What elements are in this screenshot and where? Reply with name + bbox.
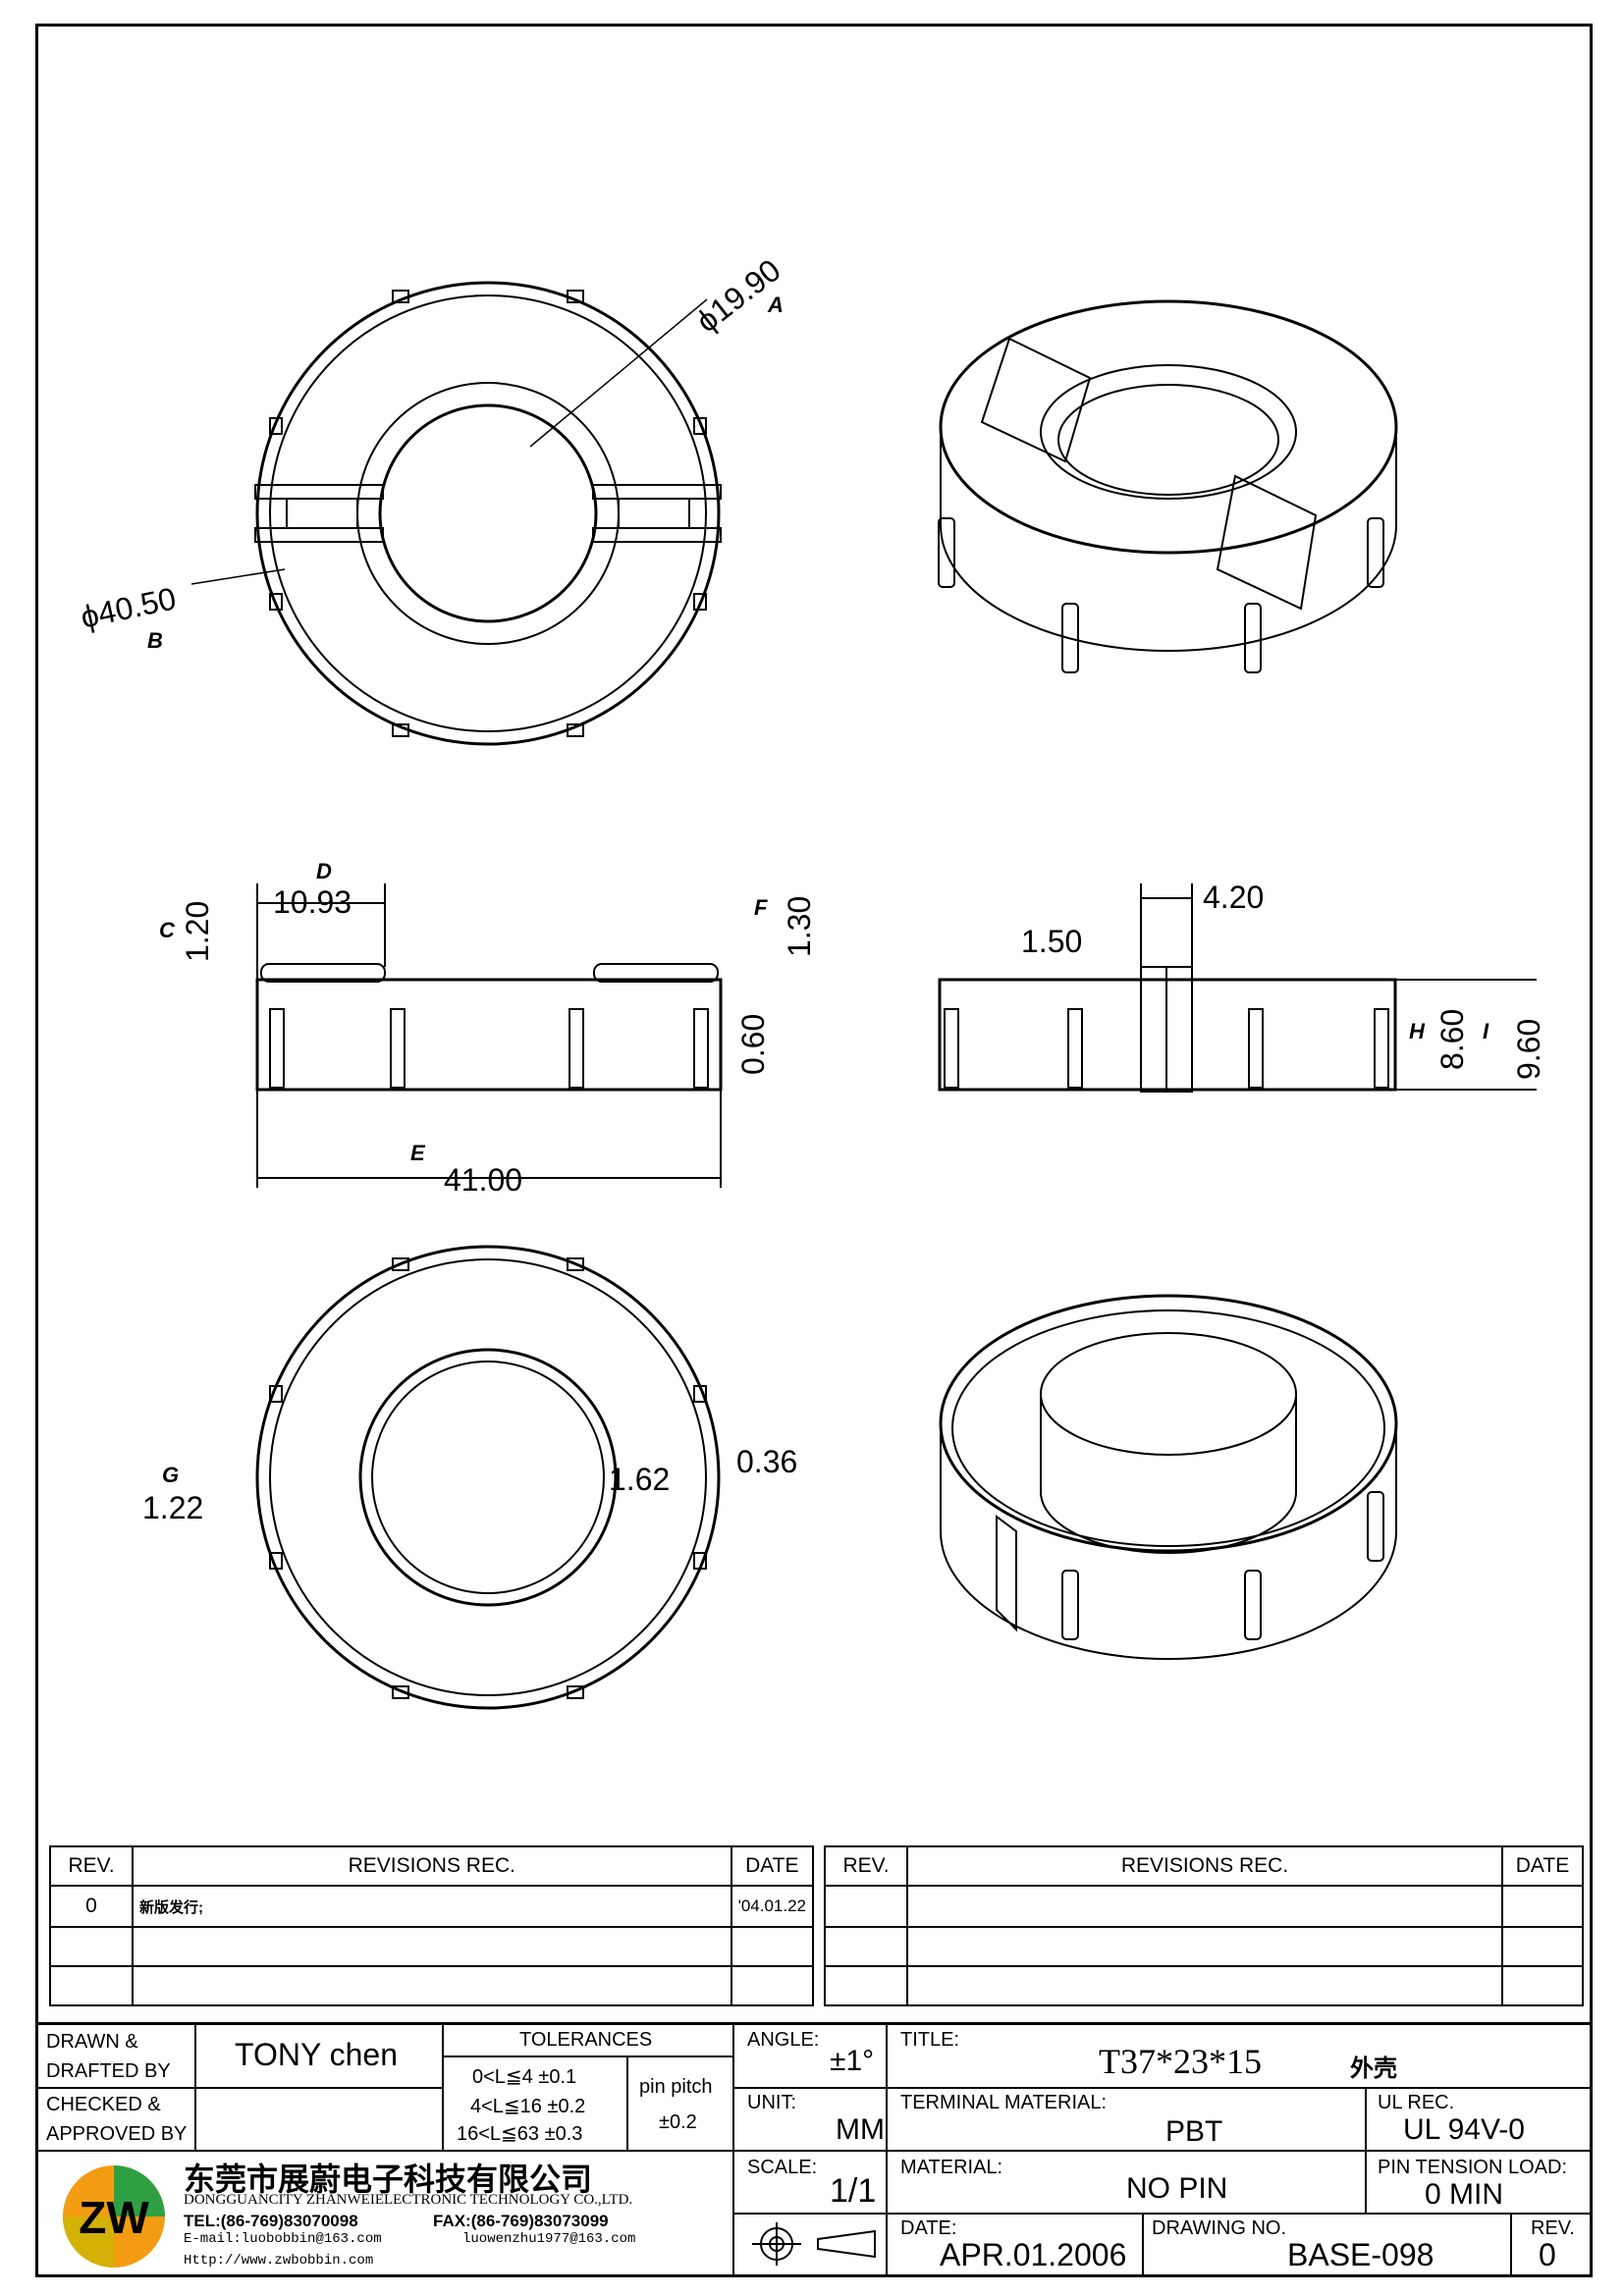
rev-row-0: 0 — [49, 1885, 134, 1928]
title-block: DRAWN & DRAFTED BY TONY chen CHECKED & A… — [38, 2022, 1590, 2277]
dim-060: 0.60 — [735, 1014, 771, 1075]
tol-2: 4<L≦16 ±0.2 — [470, 2096, 586, 2117]
tol-1: 0<L≦4 ±0.1 — [472, 2066, 577, 2088]
date-row-0: '04.01.22 — [730, 1885, 815, 1928]
material-label: MATERIAL: — [900, 2157, 1003, 2178]
company-email-2: luowenzhu1977@163.com — [462, 2231, 636, 2247]
company-tel: TEL:(86-769)83070098 — [184, 2212, 358, 2230]
dim-036: 0.36 — [736, 1444, 797, 1479]
date-value: APR.01.2006 — [940, 2237, 1127, 2272]
unit-value: MM — [836, 2113, 885, 2146]
dim-H: 8.60 — [1435, 1009, 1470, 1070]
dim-150: 1.50 — [1021, 924, 1082, 959]
date-label: DATE: — [900, 2217, 957, 2239]
top-view — [190, 281, 722, 746]
company-web: Http://www.zwbobbin.com — [184, 2253, 374, 2269]
rec-header-2: REVISIONS REC. — [906, 1845, 1503, 1887]
bottom-view — [255, 1245, 721, 1710]
dim-C: 1.20 — [180, 901, 215, 962]
scale-value: 1/1 — [830, 2172, 877, 2210]
company-en: DONGGUANCITY ZHANWEIELECTRONIC TECHNOLOG… — [184, 2192, 633, 2208]
technical-drawing: ϕ19.90 ϕ40.50 10.93 1.20 1.30 0.60 41.00… — [78, 252, 1546, 1710]
date-header-2: DATE — [1501, 1845, 1584, 1887]
dim-d2: ϕ40.50 — [78, 580, 179, 635]
title-label: TITLE: — [900, 2029, 960, 2051]
side-view-right — [938, 883, 1537, 1093]
rec-header: REVISIONS REC. — [132, 1845, 732, 1887]
iso-view-bottom — [939, 1294, 1398, 1660]
callout-d: D — [316, 859, 332, 883]
company-fax: FAX:(86-769)83073099 — [433, 2212, 609, 2230]
dim-D: 10.93 — [273, 884, 352, 920]
ul-value: UL 94V-0 — [1403, 2113, 1525, 2146]
tolerances-label: TOLERANCES — [519, 2029, 653, 2051]
company-logo-icon: ZW — [63, 2165, 165, 2268]
checked-label: CHECKED & APPROVED BY — [46, 2094, 188, 2145]
callout-b: B — [147, 628, 163, 653]
rev-header-2: REV. — [824, 1845, 908, 1887]
rev-header: REV. — [49, 1845, 134, 1887]
pin-pitch-value: ±0.2 — [659, 2111, 697, 2133]
drawing-frame — [35, 24, 1593, 2277]
callout-e: E — [410, 1141, 426, 1165]
material-value: NO PIN — [1126, 2172, 1228, 2205]
callout-a: A — [767, 293, 784, 317]
title-cn: 外壳 — [1350, 2056, 1397, 2082]
ul-label: UL REC. — [1378, 2092, 1455, 2113]
terminal-value: PBT — [1165, 2115, 1223, 2148]
callout-c: C — [159, 918, 176, 942]
dim-G: 1.22 — [142, 1490, 203, 1525]
dim-420: 4.20 — [1203, 880, 1264, 915]
dim-E: 41.00 — [444, 1162, 522, 1198]
rev-value: 0 — [1539, 2237, 1556, 2272]
company-email-1: E-mail:luobobbin@163.com — [184, 2231, 382, 2247]
callout-i: I — [1483, 1019, 1489, 1043]
drawn-value: TONY chen — [235, 2037, 399, 2072]
revisions-table-left: REV. REVISIONS REC. DATE 0 新版发行; '04.01.… — [49, 1845, 815, 2006]
projection-symbol-icon — [752, 2222, 876, 2266]
angle-value: ±1° — [830, 2045, 875, 2077]
rev-label: REV. — [1531, 2217, 1575, 2239]
drawing-no-value: BASE-098 — [1287, 2237, 1435, 2272]
dim-I: 9.60 — [1511, 1019, 1546, 1080]
title-value: T37*23*15 — [1099, 2042, 1262, 2081]
pin-pitch-label: pin pitch — [639, 2076, 713, 2098]
rec-row-0: 新版发行; — [132, 1885, 732, 1928]
drawn-label: DRAWN & DRAFTED BY — [46, 2031, 171, 2082]
pin-tension-label: PIN TENSION LOAD: — [1378, 2157, 1568, 2178]
dim-162: 1.62 — [609, 1462, 670, 1497]
revisions-table-right: REV. REVISIONS REC. DATE — [824, 1845, 1584, 2006]
svg-text:ZW: ZW — [79, 2192, 149, 2243]
callout-h: H — [1409, 1019, 1426, 1043]
iso-view-top — [938, 299, 1398, 673]
scale-label: SCALE: — [747, 2157, 818, 2178]
angle-label: ANGLE: — [747, 2029, 820, 2051]
tol-3: 16<L≦63 ±0.3 — [457, 2123, 583, 2145]
dim-F: 1.30 — [782, 896, 817, 957]
date-header: DATE — [730, 1845, 815, 1887]
callout-f: F — [754, 895, 768, 920]
unit-label: UNIT: — [747, 2092, 796, 2113]
callout-g: G — [162, 1463, 179, 1487]
terminal-label: TERMINAL MATERIAL: — [900, 2092, 1108, 2113]
pin-tension-value: 0 MIN — [1425, 2178, 1504, 2211]
drawing-no-label: DRAWING NO. — [1152, 2217, 1287, 2239]
side-view-left — [255, 883, 723, 1188]
company-cn: 东莞市展蔚电子科技有限公司 — [184, 2162, 593, 2197]
